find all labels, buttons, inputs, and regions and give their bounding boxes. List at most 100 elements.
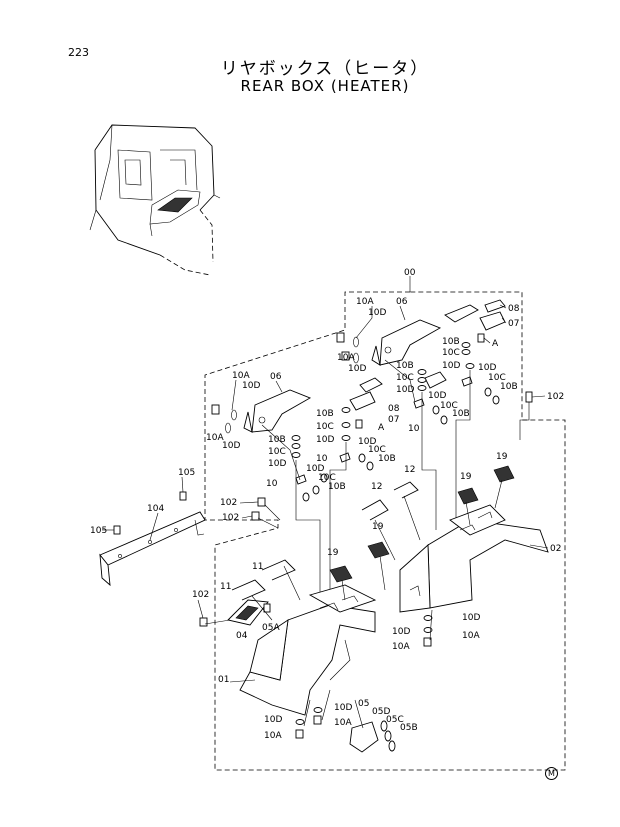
- label-05B: 05B: [400, 723, 418, 733]
- label-10D: 10D: [392, 627, 410, 637]
- label-10C: 10C: [268, 447, 286, 457]
- label-19: 19: [460, 472, 472, 482]
- part-05: [349, 721, 379, 753]
- label-10D: 10D: [334, 703, 352, 713]
- label-19: 19: [327, 548, 339, 558]
- label-10A: 10A: [334, 718, 352, 728]
- label-105: 105: [90, 526, 107, 536]
- label-19: 19: [372, 522, 384, 532]
- pad-19-d: [493, 465, 515, 483]
- pad-19-a: [329, 565, 353, 583]
- label-10D: 10D: [348, 364, 366, 374]
- assembly-boundary: [204, 291, 566, 771]
- label-10B: 10B: [268, 435, 286, 445]
- label-10A: 10A: [392, 642, 410, 652]
- label-10: 10: [266, 479, 278, 489]
- label-10C: 10C: [368, 445, 386, 455]
- label-10: 10: [408, 424, 420, 434]
- clip-12-a: [361, 499, 389, 521]
- label-104: 104: [147, 504, 164, 514]
- label-10A: 10A: [462, 631, 480, 641]
- clip-11-a: [261, 559, 296, 581]
- label-A: A: [492, 339, 499, 349]
- label-07: 07: [508, 319, 519, 329]
- box-02: [399, 504, 549, 613]
- label-10D: 10D: [368, 308, 386, 318]
- pad-19-b: [367, 541, 390, 559]
- cab-overview-illustration: [89, 124, 221, 276]
- label-A: A: [378, 423, 385, 433]
- label-10D: 10D: [222, 441, 240, 451]
- label-12: 12: [371, 482, 382, 492]
- label-05: 05: [358, 699, 369, 709]
- label-10A: 10A: [337, 353, 355, 363]
- label-102: 102: [547, 392, 564, 402]
- box-01: [239, 584, 377, 716]
- clip-11-b: [231, 579, 266, 601]
- label-01: 01: [218, 675, 229, 685]
- label-10A: 10A: [206, 433, 224, 443]
- label-10D: 10D: [462, 613, 480, 623]
- label-19: 19: [496, 452, 508, 462]
- label-00: 00: [404, 268, 416, 278]
- label-10C: 10C: [318, 473, 336, 483]
- label-06: 06: [396, 297, 408, 307]
- label-105: 105: [178, 468, 195, 478]
- label-10D: 10D: [428, 391, 446, 401]
- bracket-06-upper: [371, 299, 506, 389]
- label-10D: 10D: [306, 464, 324, 474]
- label-10D: 10D: [268, 459, 286, 469]
- label-10C: 10C: [396, 373, 414, 383]
- label-10C: 10C: [442, 348, 460, 358]
- pad-19-c: [457, 487, 479, 505]
- title-english: REAR BOX (HEATER): [240, 77, 410, 95]
- callout-labels: 00 10A 10D 06 08 07 A 10B 10C 10D 10A 10…: [90, 268, 564, 741]
- label-10B: 10B: [378, 454, 396, 464]
- label-10D: 10D: [264, 715, 282, 725]
- label-10C: 10C: [316, 422, 334, 432]
- label-02: 02: [550, 544, 561, 554]
- manufacturer-mark: M: [545, 767, 558, 780]
- label-10A: 10A: [356, 297, 374, 307]
- connection-lines: [204, 359, 503, 729]
- label-10A: 10A: [264, 731, 282, 741]
- label-08: 08: [508, 304, 520, 314]
- label-10D: 10D: [358, 437, 376, 447]
- label-04: 04: [236, 631, 248, 641]
- label-07: 07: [388, 415, 399, 425]
- label-10C: 10C: [440, 401, 458, 411]
- label-10C: 10C: [488, 373, 506, 383]
- label-10B: 10B: [452, 409, 470, 419]
- label-12: 12: [404, 465, 415, 475]
- bracket-06-lower: [243, 377, 383, 433]
- label-10B: 10B: [442, 337, 460, 347]
- page-number: 223: [68, 46, 89, 59]
- label-10D: 10D: [242, 381, 260, 391]
- label-10D: 10D: [442, 361, 460, 371]
- bracket-04-detail: [235, 605, 259, 621]
- label-10B: 10B: [316, 409, 334, 419]
- label-10: 10: [316, 454, 328, 464]
- clip-12-b: [393, 481, 419, 499]
- label-08: 08: [388, 404, 400, 414]
- label-11: 11: [220, 582, 231, 592]
- label-10A: 10A: [232, 371, 250, 381]
- bracket-104: [99, 511, 206, 587]
- assembly-leaders: [295, 370, 530, 605]
- label-05C: 05C: [386, 715, 404, 725]
- label-11: 11: [252, 562, 263, 572]
- label-10D: 10D: [316, 435, 334, 445]
- fasteners-lower: [113, 491, 433, 739]
- label-102: 102: [220, 498, 237, 508]
- label-10D: 10D: [396, 385, 414, 395]
- label-10B: 10B: [500, 382, 518, 392]
- label-05D: 05D: [372, 707, 390, 717]
- label-10B: 10B: [328, 482, 346, 492]
- label-leaders: [102, 304, 549, 683]
- label-05A: 05A: [262, 623, 280, 633]
- label-10D: 10D: [478, 363, 496, 373]
- label-102: 102: [222, 513, 239, 523]
- label-06: 06: [270, 372, 282, 382]
- fasteners-upper: [211, 332, 533, 502]
